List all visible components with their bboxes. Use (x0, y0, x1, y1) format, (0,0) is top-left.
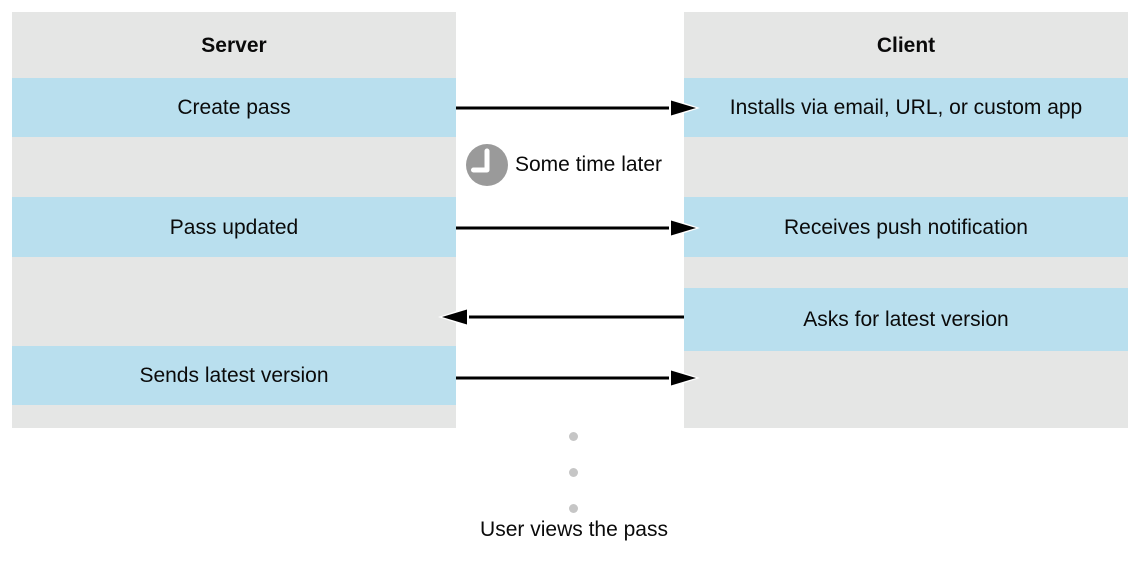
server-spacer-row (12, 137, 456, 197)
client-row-installs: Installs via email, URL, or custom app (684, 78, 1128, 137)
server-spacer-row (12, 257, 456, 346)
user-views-pass-label: User views the pass (480, 518, 668, 541)
arrow-sends-latest-to-client (456, 368, 700, 388)
client-column: Client Installs via email, URL, or custo… (684, 12, 1128, 428)
ellipsis-dot (568, 432, 578, 441)
client-row-receives-push: Receives push notification (684, 197, 1128, 257)
server-row-create-pass: Create pass (12, 78, 456, 137)
arrow-create-pass-to-installs (456, 98, 700, 118)
client-row-asks-latest: Asks for latest version (684, 288, 1128, 351)
client-spacer-row (684, 257, 1128, 288)
server-column: Server Create pass Pass updated Sends la… (12, 12, 456, 428)
ellipsis-dot (568, 468, 578, 477)
ellipsis-dot (568, 504, 578, 513)
client-spacer-row (684, 351, 1128, 428)
client-spacer-row (684, 137, 1128, 197)
server-row-sends-latest-version: Sends latest version (12, 346, 456, 405)
server-spacer-row (12, 405, 456, 428)
client-header: Client (684, 12, 1128, 78)
server-row-pass-updated: Pass updated (12, 197, 456, 257)
arrow-asks-latest-to-server (438, 307, 684, 327)
server-header: Server (12, 12, 456, 78)
vertical-ellipsis-icon (568, 432, 578, 513)
arrow-pass-updated-to-receives-push (456, 218, 700, 238)
some-time-later-label: Some time later (515, 153, 663, 176)
